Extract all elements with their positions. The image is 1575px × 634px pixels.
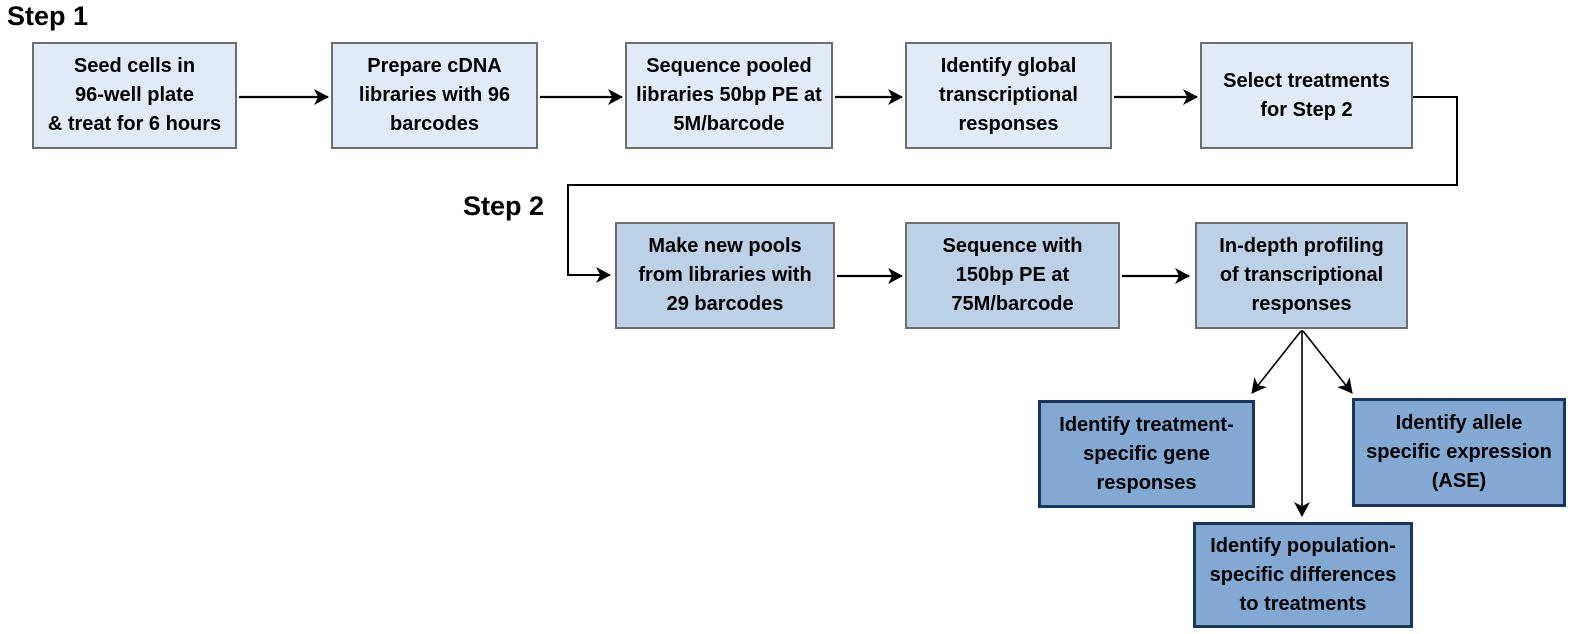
flow-box-label: Select treatments for Step 2 bbox=[1223, 69, 1390, 121]
flow-box-label: Make new pools from libraries with 29 ba… bbox=[638, 235, 812, 315]
flow-box-label: Identify allele specific expression (ASE… bbox=[1366, 412, 1552, 492]
fan-arrow-to-treatment-specific bbox=[1251, 330, 1302, 394]
flow-box-in-depth-profiling: In-depth profiling of transcriptional re… bbox=[1195, 222, 1408, 329]
flow-box-population-specific-differences: Identify population- specific difference… bbox=[1193, 522, 1413, 628]
step1-label: Step 1 bbox=[7, 1, 89, 31]
flow-box-label: Identify global transcriptional response… bbox=[939, 55, 1078, 135]
flow-box-label: Seed cells in 96-well plate & treat for … bbox=[47, 55, 222, 135]
flow-box-label: In-depth profiling of transcriptional re… bbox=[1219, 235, 1384, 315]
flow-box-label: Sequence pooled libraries 50bp PE at 5M/… bbox=[636, 55, 822, 135]
flow-box-label: Identify population- specific difference… bbox=[1209, 534, 1397, 615]
flow-box-treatment-specific-responses: Identify treatment- specific gene respon… bbox=[1038, 400, 1255, 508]
step2-label: Step 2 bbox=[463, 191, 545, 221]
flow-box-seed-cells: Seed cells in 96-well plate & treat for … bbox=[32, 42, 237, 149]
flow-box-sequence-pooled: Sequence pooled libraries 50bp PE at 5M/… bbox=[625, 42, 833, 149]
flow-box-make-new-pools: Make new pools from libraries with 29 ba… bbox=[615, 222, 835, 329]
flow-box-label: Prepare cDNA libraries with 96 barcodes bbox=[358, 55, 511, 135]
flow-box-sequence-150bp: Sequence with 150bp PE at 75M/barcode bbox=[905, 222, 1120, 329]
flow-box-label: Sequence with 150bp PE at 75M/barcode bbox=[942, 235, 1083, 315]
flow-box-select-treatments: Select treatments for Step 2 bbox=[1200, 42, 1413, 149]
flow-box-prepare-libraries: Prepare cDNA libraries with 96 barcodes bbox=[331, 42, 538, 149]
flow-box-label: Identify treatment- specific gene respon… bbox=[1059, 413, 1234, 494]
flow-box-allele-specific-expression: Identify allele specific expression (ASE… bbox=[1352, 398, 1566, 507]
flow-box-identify-global: Identify global transcriptional response… bbox=[905, 42, 1112, 149]
fan-arrow-to-allele-specific bbox=[1302, 330, 1353, 394]
